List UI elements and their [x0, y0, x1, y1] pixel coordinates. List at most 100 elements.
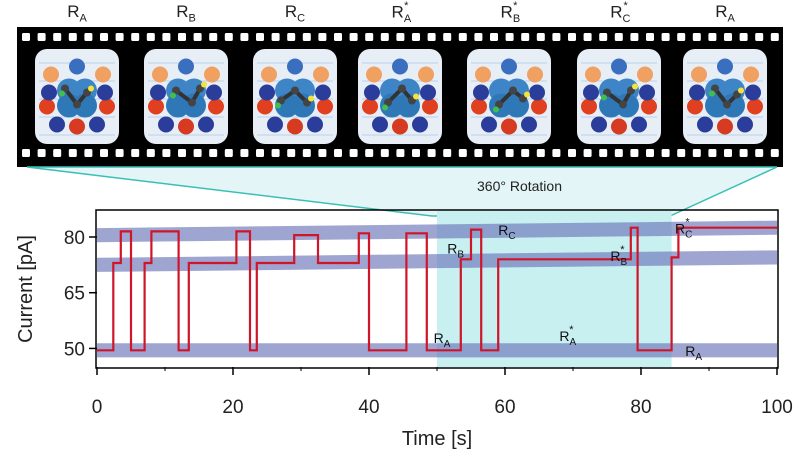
- x-axis-label: Time [s]: [402, 428, 472, 450]
- molecule-atom: [73, 100, 81, 109]
- frame-label: RB: [176, 2, 196, 25]
- atom: [307, 116, 323, 133]
- sprocket-hole: [583, 149, 592, 157]
- film-frame: [577, 49, 661, 144]
- sprocket-hole: [37, 33, 46, 41]
- state-label: RC: [498, 222, 515, 242]
- atom: [364, 84, 380, 101]
- sprocket-hole: [490, 149, 498, 157]
- atom: [615, 93, 639, 118]
- film-frames: [35, 49, 767, 144]
- sprocket-hole: [755, 149, 764, 157]
- molecule-atom: [275, 102, 281, 109]
- atom: [631, 116, 647, 133]
- sprocket-hole: [334, 33, 342, 41]
- atom: [583, 84, 599, 101]
- sprocket-hole: [380, 149, 389, 157]
- atom: [148, 98, 164, 115]
- sprocket-hole: [536, 149, 545, 157]
- atom: [95, 66, 111, 83]
- film-frame: [253, 49, 337, 144]
- state-label: RA: [685, 343, 702, 363]
- atom: [204, 66, 220, 83]
- atom: [475, 66, 491, 83]
- frame-label: RA*: [391, 0, 412, 26]
- sprocket-hole: [193, 149, 202, 157]
- atom: [747, 98, 763, 115]
- sprocket-hole: [568, 149, 576, 157]
- sprocket-hole: [349, 33, 358, 41]
- film-frame: [35, 49, 119, 144]
- sprocket-hole: [53, 33, 62, 41]
- atom: [392, 58, 408, 75]
- sprocket-hole: [178, 149, 186, 157]
- sprocket-hole: [755, 33, 764, 41]
- atom: [422, 98, 438, 115]
- frame-label: RB*: [500, 0, 521, 26]
- atom: [737, 116, 753, 133]
- sprocket-hole: [302, 149, 311, 157]
- molecule-atom: [601, 94, 607, 101]
- sprocket-hole: [692, 33, 701, 41]
- sprocket-hole: [646, 149, 654, 157]
- sprocket-hole: [552, 33, 561, 41]
- sprocket-hole: [53, 149, 62, 157]
- sprocket-hole: [131, 33, 140, 41]
- molecule-atom: [738, 87, 744, 94]
- sprocket-hole: [568, 33, 576, 41]
- sprocket-hole: [770, 149, 779, 157]
- molecule-atom: [382, 104, 388, 111]
- molecule-atom: [291, 86, 299, 95]
- atom: [717, 118, 733, 135]
- atom: [208, 98, 224, 115]
- sprocket-hole: [100, 33, 108, 41]
- atom: [641, 98, 657, 115]
- molecule-atom: [711, 84, 719, 93]
- sprocket-hole: [256, 149, 264, 157]
- sprocket-hole: [724, 33, 732, 41]
- y-tick-label: 80: [64, 228, 85, 249]
- sprocket-hole: [458, 33, 467, 41]
- atom: [420, 84, 436, 101]
- sprocket-hole: [365, 33, 374, 41]
- molecule-atom: [384, 98, 392, 107]
- sprocket-hole: [115, 149, 124, 157]
- atom: [372, 116, 388, 133]
- atom: [178, 58, 194, 75]
- sprocket-hole: [458, 149, 467, 157]
- sprocket-hole: [427, 149, 436, 157]
- atom: [721, 93, 745, 118]
- molecule-atom: [632, 83, 638, 90]
- atom: [259, 84, 275, 101]
- atom: [317, 98, 333, 115]
- atom: [99, 98, 115, 115]
- sprocket-hole: [724, 149, 732, 157]
- molecule-atom: [59, 90, 65, 97]
- sprocket-hole: [412, 33, 420, 41]
- film-frame: [358, 49, 442, 144]
- atom: [481, 116, 497, 133]
- sprocket-hole: [614, 149, 623, 157]
- atom: [257, 98, 273, 115]
- sprocket-hole: [536, 33, 545, 41]
- sprocket-hole: [505, 149, 514, 157]
- sprocket-hole: [739, 149, 748, 157]
- atom: [745, 84, 761, 101]
- sprocket-hole: [630, 33, 639, 41]
- atom: [41, 84, 57, 101]
- molecule-atom: [170, 92, 176, 99]
- frame-label: RC*: [610, 0, 631, 26]
- frame-label: RA: [715, 2, 735, 25]
- molecule-atom: [619, 100, 627, 109]
- state-label: RC*: [675, 216, 692, 240]
- sprocket-hole: [614, 33, 623, 41]
- molecule-atom: [88, 85, 94, 92]
- sprocket-hole: [380, 33, 389, 41]
- current-trace-line: [97, 226, 777, 352]
- atom: [287, 58, 303, 75]
- atom: [471, 98, 487, 115]
- atom: [313, 66, 329, 83]
